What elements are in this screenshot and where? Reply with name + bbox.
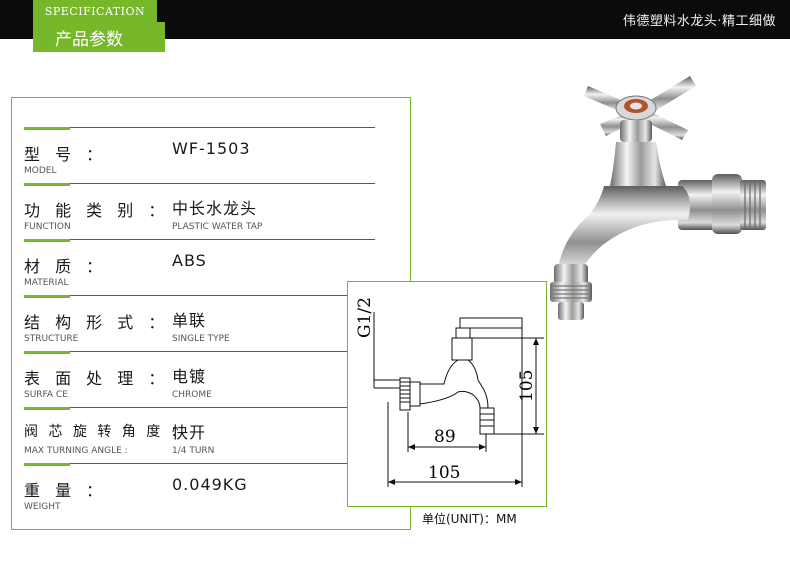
faucet-valve-body bbox=[610, 142, 666, 186]
badge-chinese-title: 产品参数 bbox=[33, 22, 165, 52]
spec-row-turning-angle: 阀 芯 旋 转 角 度 ： MAX TURNING ANGLE : 快开 1/4… bbox=[24, 407, 375, 463]
spec-row-model: 型 号 ： MODEL WF-1503 bbox=[24, 127, 375, 183]
spec-label-cn: 材 质 ： bbox=[24, 257, 108, 276]
spec-label-cn: 结 构 形 式 ： bbox=[24, 313, 170, 332]
thread-size-label: G1/2 bbox=[355, 297, 375, 338]
inlet-thread bbox=[740, 180, 766, 230]
spec-value: 单联 bbox=[172, 311, 207, 330]
spec-label-en: WEIGHT bbox=[24, 502, 61, 512]
spec-value: 中长水龙头 bbox=[172, 199, 258, 218]
dimension-drawing-panel: G1/2 105 89 105 bbox=[347, 281, 547, 507]
inlet-hex-nut bbox=[712, 174, 742, 234]
spec-value: WF-1503 bbox=[172, 139, 251, 158]
dimension-drawing: G1/2 105 89 105 bbox=[355, 297, 544, 487]
handle-arm-right-back bbox=[644, 76, 696, 114]
spec-row-material: 材 质 ： MATERIAL ABS bbox=[24, 239, 375, 295]
faucet-body bbox=[419, 359, 489, 409]
spec-label-en: MAX TURNING ANGLE : bbox=[24, 446, 128, 456]
spec-row-surface: 表 面 处 理 ： SURFA CE 电镀 CHROME bbox=[24, 351, 375, 407]
height-label: 105 bbox=[517, 370, 537, 402]
spec-label-en: SURFA CE bbox=[24, 390, 68, 400]
spec-row-weight: 重 量 ： WEIGHT 0.049KG bbox=[24, 463, 375, 519]
spec-label-en: STRUCTURE bbox=[24, 334, 79, 344]
spec-label-cn: 功 能 类 别 ： bbox=[24, 201, 170, 220]
spec-value-en: SINGLE TYPE bbox=[172, 334, 230, 344]
spec-label-cn: 阀 芯 旋 转 角 度 ： bbox=[24, 424, 188, 440]
badge-english-title: SPECIFICATION bbox=[33, 0, 157, 22]
spec-row-function: 功 能 类 别 ： FUNCTION 中长水龙头 PLASTIC WATER T… bbox=[24, 183, 375, 239]
spec-value: 电镀 bbox=[172, 367, 207, 386]
spec-value: 0.049KG bbox=[172, 475, 248, 494]
spec-value-en: CHROME bbox=[172, 390, 212, 400]
spec-value-en: 1/4 TURN bbox=[172, 446, 215, 456]
brand-tagline: 伟德塑料水龙头·精工细做 bbox=[622, 14, 776, 29]
faucet-nozzle bbox=[550, 282, 592, 302]
faucet-lever bbox=[459, 317, 523, 329]
length-label: 105 bbox=[428, 463, 460, 483]
spec-label-en: MATERIAL bbox=[24, 278, 69, 288]
faucet-bonnet bbox=[620, 120, 652, 142]
spec-label-en: FUNCTION bbox=[24, 222, 71, 232]
faucet-spout bbox=[556, 186, 690, 280]
spec-row-structure: 结 构 形 式 ： STRUCTURE 单联 SINGLE TYPE bbox=[24, 295, 375, 351]
spec-badge: SPECIFICATION 产品参数 bbox=[33, 0, 165, 52]
spec-label-cn: 重 量 ： bbox=[24, 481, 108, 500]
spec-label-cn: 型 号 ： bbox=[24, 145, 108, 164]
spec-label-en: MODEL bbox=[24, 166, 57, 176]
spec-label-cn: 表 面 处 理 ： bbox=[24, 369, 170, 388]
reach-label: 89 bbox=[434, 427, 456, 447]
faucet-outlet bbox=[479, 407, 495, 435]
spec-value: 快开 bbox=[172, 423, 207, 442]
faucet-illustration bbox=[550, 76, 766, 320]
faucet-product-image bbox=[548, 68, 780, 326]
spec-value: ABS bbox=[172, 251, 207, 270]
spec-value-en: PLASTIC WATER TAP bbox=[172, 222, 263, 232]
spec-table: 型 号 ： MODEL WF-1503 功 能 类 别 ： FUNCTION 中… bbox=[24, 127, 375, 519]
faucet-handle-base bbox=[451, 337, 473, 361]
unit-label: 单位(UNIT)：MM bbox=[422, 512, 517, 526]
